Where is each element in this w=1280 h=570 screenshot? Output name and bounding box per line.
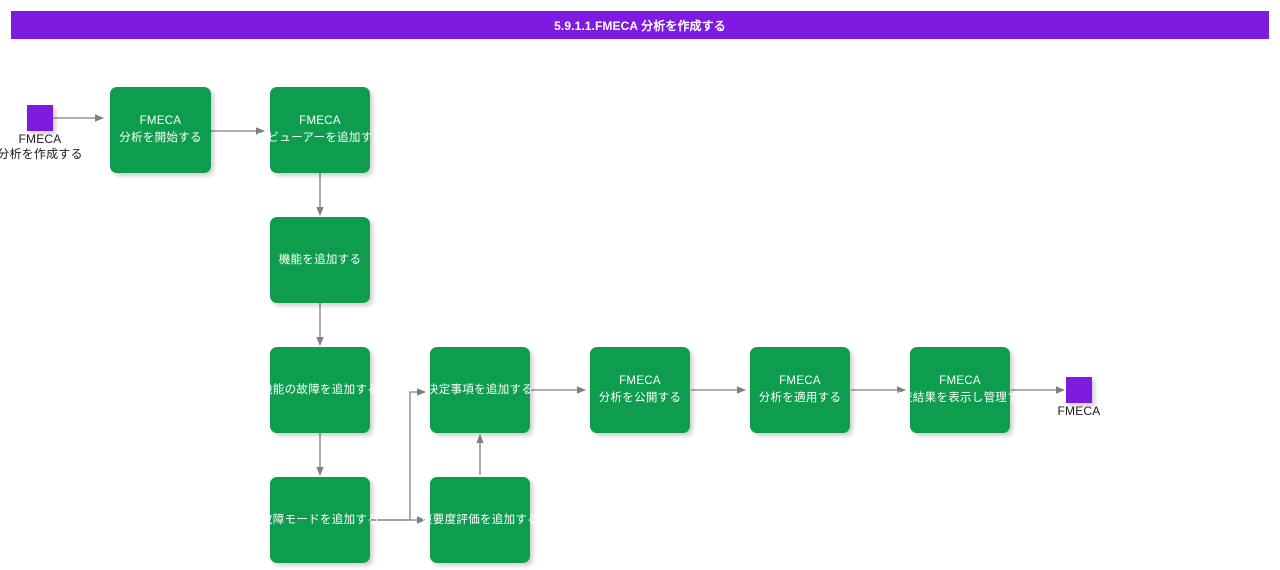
process-node-label: 決定事項を追加する [427, 382, 533, 399]
process-node-label: FMECA 分析を開始する [119, 113, 202, 147]
edge-n5-n7 [370, 388, 426, 521]
process-node-label: FMECA 調査結果を表示し管理する [889, 373, 1031, 407]
process-node-label: 故障モードを追加する [261, 512, 379, 529]
page-title-bar: 5.9.1.1.FMECA 分析を作成する [11, 11, 1269, 39]
start-terminator[interactable] [27, 105, 53, 131]
process-node-line1: FMECA [779, 375, 821, 387]
process-node-line1: FMECA [939, 375, 981, 387]
start-terminator-caption: FMECA 分析を作成する [0, 132, 101, 162]
process-node-line2: レビューアーを追加する [255, 132, 385, 144]
process-node-add-reviewer[interactable]: FMECA レビューアーを追加する [256, 87, 384, 173]
start-caption-line1: FMECA [18, 132, 62, 146]
process-node-line1: FMECA [619, 375, 661, 387]
process-node-line2: 分析を公開する [598, 392, 682, 404]
process-node-label: 機能を追加する [279, 252, 362, 269]
process-node-line2: 分析を適用する [758, 392, 842, 404]
end-caption-line1: FMECA [1057, 404, 1101, 418]
process-node-label: 機能の故障を追加する [261, 382, 379, 399]
process-node-label: 重要度評価を追加する [421, 512, 539, 529]
process-node-line1: FMECA [139, 115, 182, 127]
process-node-add-decision[interactable]: 決定事項を追加する [427, 347, 533, 433]
process-node-line2: 故障モードを追加する [261, 513, 379, 526]
process-node-publish-analysis[interactable]: FMECA 分析を公開する [590, 347, 690, 433]
process-node-apply-analysis[interactable]: FMECA 分析を適用する [750, 347, 850, 433]
process-node-line1: FMECA [299, 115, 341, 127]
process-node-view-manage-findings[interactable]: FMECA 調査結果を表示し管理する [889, 347, 1031, 433]
end-terminator[interactable] [1066, 377, 1092, 403]
process-node-label: FMECA 分析を公開する [599, 373, 682, 407]
end-terminator-caption: FMECA [1019, 404, 1139, 419]
process-node-add-functional-failure[interactable]: 機能の故障を追加する [261, 347, 379, 433]
page-title: 5.9.1.1.FMECA 分析を作成する [554, 18, 726, 33]
process-node-line2: 重要度評価を追加する [421, 513, 539, 526]
process-node-line2: 分析を開始する [119, 132, 202, 144]
process-node-line2: 機能を追加する [278, 253, 362, 266]
process-node-start-analysis[interactable]: FMECA 分析を開始する [110, 87, 211, 173]
process-node-line2: 機能の故障を追加する [261, 383, 379, 396]
process-node-add-severity-assessment[interactable]: 重要度評価を追加する [421, 477, 539, 563]
process-node-label: FMECA レビューアーを追加する [256, 113, 385, 147]
start-caption-line2: 分析を作成する [0, 147, 83, 161]
process-node-add-failure-mode[interactable]: 故障モードを追加する [261, 477, 379, 563]
process-node-add-function[interactable]: 機能を追加する [270, 217, 370, 303]
process-node-label: FMECA 分析を適用する [759, 373, 842, 407]
process-node-line2: 決定事項を追加する [426, 383, 534, 396]
process-node-line2: 調査結果を表示し管理する [889, 392, 1031, 404]
